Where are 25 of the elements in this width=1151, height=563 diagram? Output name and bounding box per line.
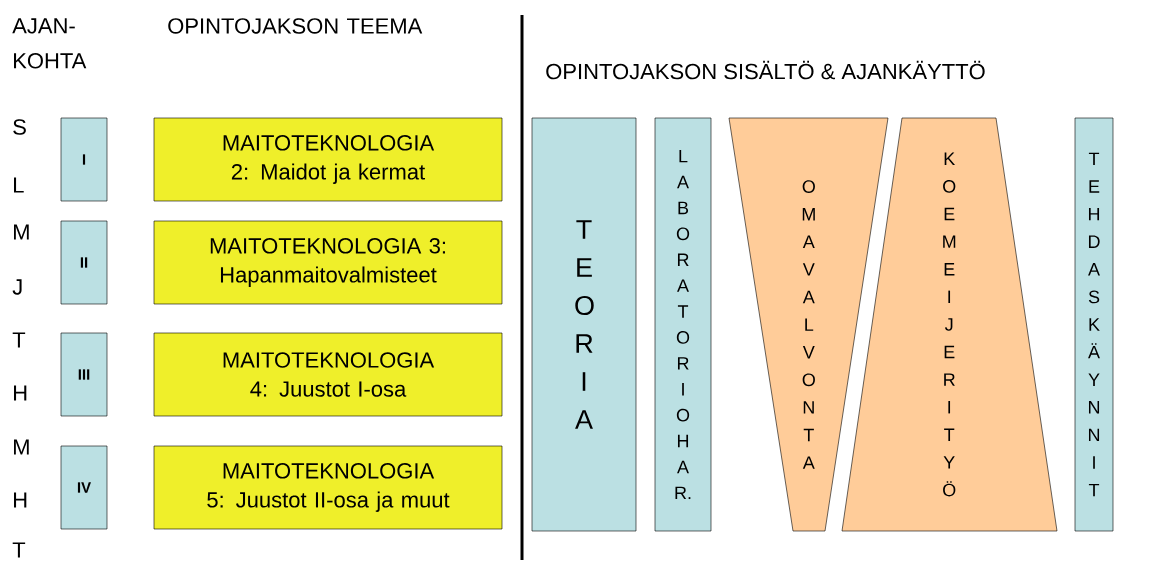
- month-letter: H: [14, 492, 27, 508]
- month-letter: J: [12, 279, 22, 295]
- content-column: KOEMEIJERITYÖ: [841, 117, 1058, 532]
- period-box: II: [60, 220, 108, 305]
- column-heading: AJAN- KOHTA: [12, 18, 87, 69]
- content-column: TEHDASKÄYNNIT: [1074, 117, 1114, 532]
- month-letter: T: [12, 332, 26, 348]
- content-column: TEORIA: [531, 117, 637, 532]
- theme-box: MAITOTEKNOLOGIA 4: Juustot I-osa: [153, 332, 503, 417]
- month-letter: L: [14, 177, 24, 193]
- month-letter: H: [14, 385, 27, 401]
- month-letter: M: [14, 439, 29, 455]
- period-box: IV: [60, 445, 108, 530]
- month-letter: T: [12, 542, 26, 558]
- month-letter: M: [14, 224, 29, 240]
- period-box: III: [60, 332, 108, 417]
- content-column: OMAVALVONTA: [728, 117, 889, 532]
- period-box: I: [60, 117, 108, 202]
- month-letter: S: [13, 119, 26, 135]
- theme-box: MAITOTEKNOLOGIA 3: Hapanmaitovalmisteet: [153, 220, 503, 305]
- column-heading: OPINTOJAKSON SISÄLTÖ & AJANKÄYTTÖ: [546, 60, 985, 80]
- content-column: LABORATORIOHAR.: [654, 117, 712, 532]
- column-heading: OPINTOJAKSON TEEMA: [168, 18, 423, 34]
- theme-box: MAITOTEKNOLOGIA 5: Juustot II-osa ja muut: [153, 445, 503, 530]
- theme-box: MAITOTEKNOLOGIA 2: Maidot ja kermat: [153, 117, 503, 202]
